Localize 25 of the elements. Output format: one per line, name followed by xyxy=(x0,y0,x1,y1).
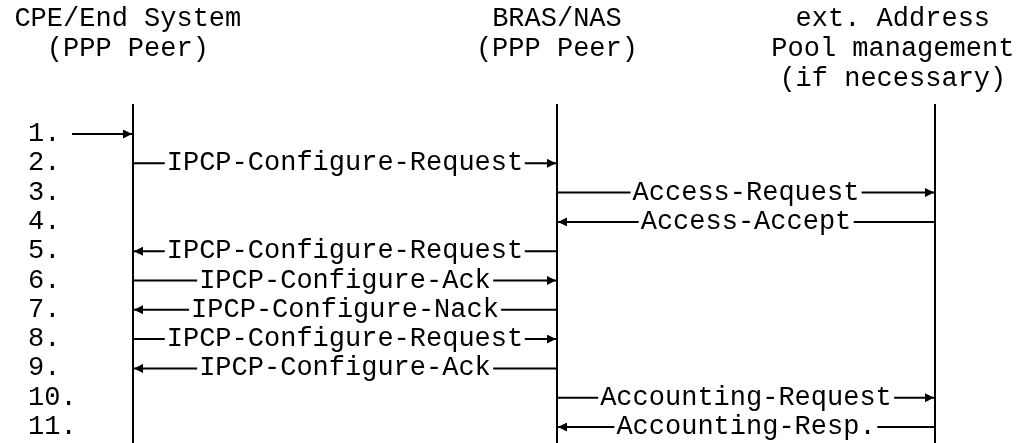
step-number: 3. xyxy=(28,177,61,208)
edge-label: Accounting-Request xyxy=(598,385,894,410)
edge-label: Access-Request xyxy=(630,180,862,205)
edge-label: Accounting-Resp. xyxy=(614,415,878,439)
edge-label: IPCP-Configure-Request xyxy=(164,239,526,264)
step-number: 7. xyxy=(28,294,61,325)
step-number: 10. xyxy=(28,382,77,413)
participant-label: BRAS/NAS (PPP Peer) xyxy=(474,4,639,64)
step-number: 4. xyxy=(28,206,61,237)
step-number: 6. xyxy=(28,265,61,296)
edge-label: Access-Accept xyxy=(638,209,854,234)
step-number: 11. xyxy=(28,412,77,442)
step-number: 2. xyxy=(28,148,61,179)
step-number: 1. xyxy=(28,119,61,149)
participant-label: CPE/End System (PPP Peer) xyxy=(13,4,243,64)
step-number: 8. xyxy=(28,324,61,355)
edge-label: IPCP-Configure-Request xyxy=(164,327,526,352)
arrow xyxy=(71,129,133,139)
edge-label: IPCP-Configure-Ack xyxy=(197,356,493,381)
step-number: 9. xyxy=(28,353,61,384)
step-number: 5. xyxy=(28,236,61,267)
participant-label: ext. Address Pool management (if necessary) xyxy=(770,4,1016,94)
edge-label: IPCP-Configure-Request xyxy=(164,151,526,176)
edge-label: IPCP-Configure-Ack xyxy=(197,268,493,293)
edge-label: IPCP-Configure-Nack xyxy=(189,297,501,322)
